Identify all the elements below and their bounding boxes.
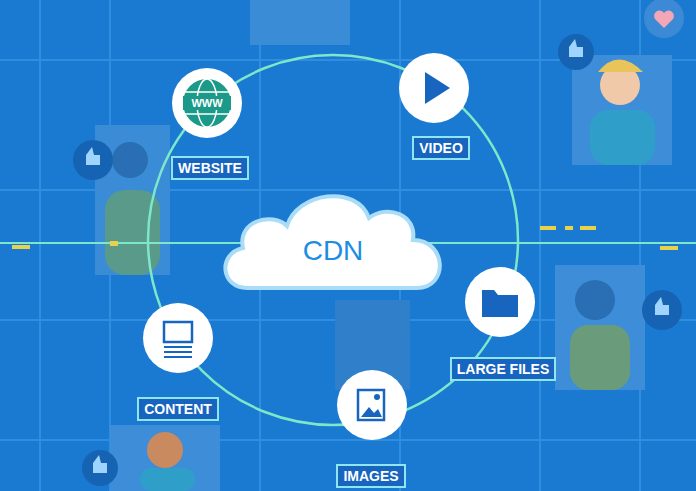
cloud-title: CDN [303,235,364,267]
label-text: LARGE FILES [457,361,550,377]
content-label: CONTENT [137,397,219,421]
content-label: IMAGES [336,464,405,488]
cdn-cloud: CDN [217,184,449,292]
label-text: IMAGES [343,468,398,484]
people-panels [73,0,684,491]
label-text: WEBSITE [178,160,242,176]
label-text: VIDEO [419,140,463,156]
content-label: LARGE FILES [450,357,557,381]
label-text: CONTENT [144,401,212,417]
content-label: VIDEO [412,136,470,160]
globe-text: WWW [191,97,222,109]
icon-circles [143,53,535,440]
content-label: WEBSITE [171,156,249,180]
